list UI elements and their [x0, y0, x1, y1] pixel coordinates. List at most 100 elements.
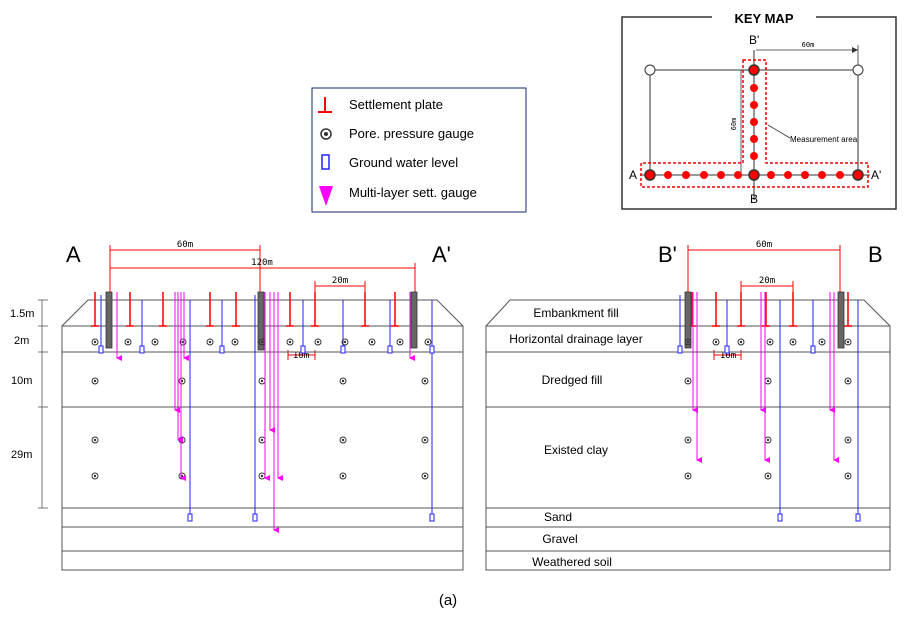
- section-b: B' B 60m 20m 10m: [485, 240, 891, 571]
- layer-weathered: Weathered soil: [532, 555, 612, 569]
- pore-pressure-gauge-icon: [684, 472, 692, 480]
- key-map: KEY MAP 60m 60m Measurement area: [621, 8, 897, 210]
- section-a-wells: [105, 291, 418, 351]
- ground-water-level-icon: [387, 345, 393, 354]
- section-b-wells: [684, 291, 845, 349]
- pore-pressure-gauge-icon: [764, 472, 772, 480]
- ground-water-level-icon: [340, 345, 346, 354]
- pore-pressure-gauge-icon: [818, 338, 826, 346]
- legend-ground-water-level: Ground water level: [349, 155, 458, 170]
- pore-pressure-gauge-icon: [789, 338, 797, 346]
- section-a-label-left: A: [66, 242, 81, 267]
- pore-pressure-gauge-icon: [421, 436, 429, 444]
- pore-pressure-gauge-icon: [258, 472, 266, 480]
- legend: Settlement plate Pore. pressure gauge Gr…: [311, 87, 527, 213]
- section-a: A A' 60m 120m 20m 10m 1.5m 2m 10m 29m: [10, 240, 464, 571]
- keymap-dim-vertical: 60m: [730, 118, 738, 131]
- pore-pressure-gauge-icon: [341, 338, 349, 346]
- pore-pressure-gauge-icon: [764, 377, 772, 385]
- depth-label-1: 1.5m: [10, 308, 34, 320]
- settlement-plate-icon: [91, 292, 99, 327]
- pore-pressure-gauge-icon: [844, 338, 852, 346]
- ground-water-level-icon: [300, 345, 306, 354]
- pore-pressure-gauge-icon: [684, 436, 692, 444]
- settlement-plate-icon: [318, 97, 332, 113]
- section-a-dim-60: 60m: [177, 240, 193, 250]
- section-b-settlement-plates: [688, 292, 852, 327]
- layer-gravel: Gravel: [542, 532, 577, 546]
- ground-water-level-icon: [855, 513, 861, 522]
- keymap-vertical-gauges: [748, 64, 760, 160]
- section-a-settlement-plates: [91, 292, 399, 327]
- settlement-plate-icon: [206, 292, 214, 327]
- section-b-water-lines: [679, 295, 859, 515]
- section-a-multilayer-gauges: [116, 292, 415, 533]
- pore-pressure-gauge-icon: [421, 472, 429, 480]
- pore-pressure-gauge-icon: [178, 377, 186, 385]
- settlement-plate-icon: [391, 292, 399, 327]
- legend-multilayer-gauge: Multi-layer sett. gauge: [349, 185, 477, 200]
- settlement-plate-icon: [311, 292, 319, 327]
- pore-pressure-gauge-icon: [737, 338, 745, 346]
- settlement-plate-icon: [159, 292, 167, 327]
- pore-pressure-gauge-icon: [368, 338, 376, 346]
- settlement-plate-icon: [844, 292, 852, 327]
- pore-pressure-gauge-icon: [424, 338, 432, 346]
- measurement-area-outline: [640, 59, 869, 188]
- depth-label-3: 10m: [11, 375, 32, 387]
- pore-pressure-gauge-icon: [844, 377, 852, 385]
- keymap-title: KEY MAP: [735, 11, 794, 26]
- settlement-plate-icon: [762, 292, 770, 327]
- settlement-plate-icon: [361, 292, 369, 327]
- pore-pressure-gauge-icon: [314, 338, 322, 346]
- pore-pressure-gauge-icon: [339, 472, 347, 480]
- pore-pressure-gauge-icon: [286, 338, 294, 346]
- legend-settlement-plate: Settlement plate: [349, 97, 443, 112]
- pore-pressure-gauge-icon: [91, 472, 99, 480]
- pore-pressure-gauge-icon: [231, 338, 239, 346]
- ground-water-level-icon: [429, 513, 435, 522]
- ground-water-level-icon: [724, 345, 730, 354]
- ground-water-level-icon: [810, 345, 816, 354]
- pore-pressure-gauge-icon: [844, 472, 852, 480]
- legend-pore-pressure-gauge: Pore. pressure gauge: [349, 126, 474, 141]
- pore-pressure-gauge-icon: [258, 436, 266, 444]
- layer-drainage: Horizontal drainage layer: [509, 332, 642, 346]
- section-b-dim-20: 20m: [759, 276, 775, 286]
- ground-water-level-icon: [187, 513, 193, 522]
- keymap-label-b-prime: B': [749, 33, 759, 47]
- pore-pressure-gauge-icon: [339, 436, 347, 444]
- depth-label-4: 29m: [11, 449, 32, 461]
- section-b-water-level-markers: [677, 345, 861, 522]
- section-b-multilayer-gauges: [692, 292, 839, 463]
- section-b-dim-10: 10m: [720, 351, 736, 361]
- pore-pressure-gauge-icon: [712, 338, 720, 346]
- multilayer-gauge-icon: [319, 186, 333, 206]
- section-a-water-lines: [100, 295, 433, 515]
- pore-pressure-gauge-icon: [396, 338, 404, 346]
- keymap-label-b: B: [750, 192, 758, 206]
- pore-pressure-gauge-icon: [320, 128, 332, 140]
- section-b-label-left: B': [658, 242, 677, 267]
- section-a-label-right: A': [432, 242, 451, 267]
- ground-water-level-icon: [777, 513, 783, 522]
- keymap-dim-horizontal: 60m: [802, 41, 815, 49]
- pore-pressure-gauge-icon: [91, 338, 99, 346]
- ground-water-level-icon: [98, 345, 104, 354]
- ground-water-level-icon: [252, 513, 258, 522]
- ground-water-level-icon: [429, 345, 435, 354]
- keymap-horizontal-gauges: [644, 169, 864, 181]
- layer-clay: Existed clay: [544, 443, 608, 457]
- section-b-soil-layers: [485, 299, 891, 571]
- layer-embankment: Embankment fill: [533, 306, 618, 320]
- settlement-plate-icon: [712, 292, 720, 327]
- settlement-plate-icon: [789, 292, 797, 327]
- pore-pressure-gauge-icon: [684, 377, 692, 385]
- section-a-dim-20: 20m: [332, 276, 348, 286]
- pore-pressure-gauge-icon: [844, 436, 852, 444]
- ground-water-level-icon: [219, 345, 225, 354]
- pore-pressure-gauge-icon: [178, 436, 186, 444]
- settlement-plate-icon: [737, 292, 745, 327]
- ground-water-level-icon: [321, 154, 330, 170]
- settlement-plate-icon: [286, 292, 294, 327]
